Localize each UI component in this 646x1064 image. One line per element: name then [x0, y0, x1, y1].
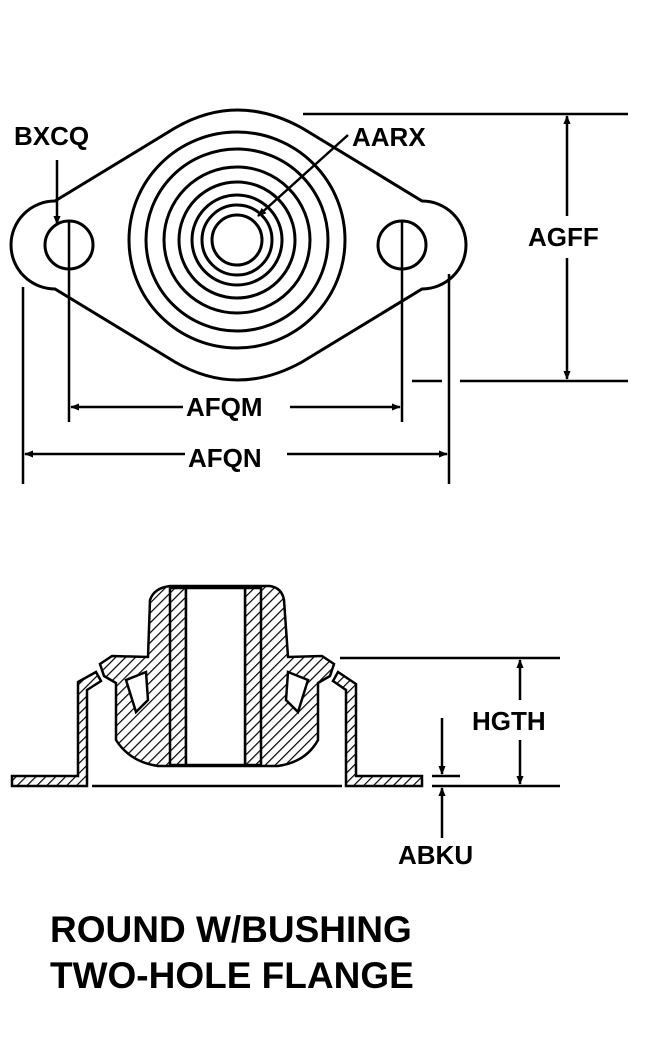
flange-left: [10, 670, 103, 788]
caption-line-2: TWO-HOLE FLANGE: [50, 955, 414, 996]
section-view: HGTH ABKU: [10, 584, 560, 870]
label-agff: AGFF: [528, 222, 599, 252]
label-hgth: HGTH: [472, 706, 546, 736]
label-afqn: AFQN: [188, 443, 262, 473]
bushing-left-wall: [168, 586, 188, 767]
concentric-rings: [127, 130, 347, 350]
cavity-right: [284, 670, 310, 715]
label-afqm: AFQM: [186, 392, 263, 422]
flange-right: [331, 670, 424, 788]
label-aarx: AARX: [352, 122, 426, 152]
top-view: BXCQ AARX AGFF AFQM AFQN: [9, 108, 628, 484]
cavity-left: [124, 670, 150, 715]
flange-outline: [9, 108, 468, 382]
bushing-bore: [184, 586, 247, 767]
aarx-arrow: [257, 134, 349, 217]
label-abku: ABKU: [398, 840, 473, 870]
caption-line-1: ROUND W/BUSHING: [50, 909, 412, 950]
label-bxcq: BXCQ: [14, 121, 89, 151]
bushing-right-wall: [243, 586, 263, 767]
